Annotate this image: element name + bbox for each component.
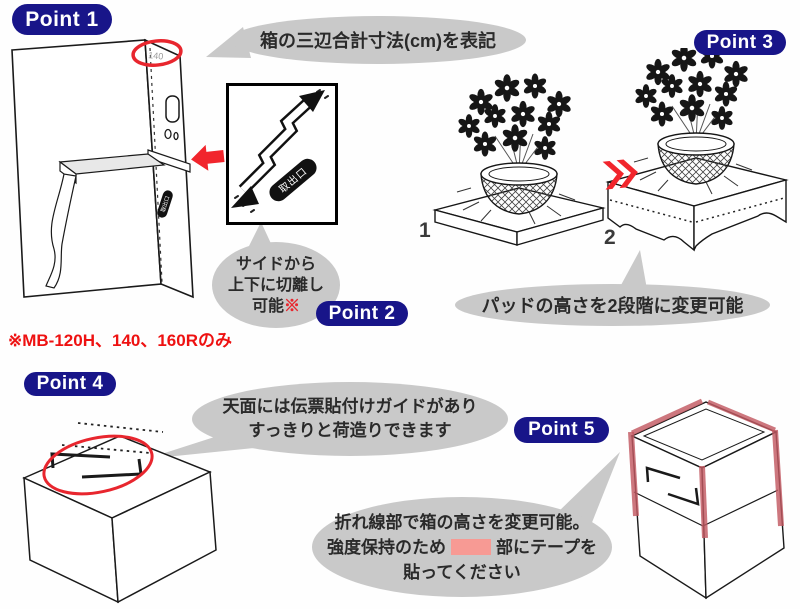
outlet-label-small: 取出口 — [157, 190, 173, 218]
bubble-fold-line-line2: 強度保持のため部にテープを — [327, 537, 597, 557]
flower-pad-low-illustration — [432, 62, 606, 246]
slip-guide-box-illustration — [22, 422, 217, 604]
bubble-slip-guide-line2: すっきりと荷造りできます — [248, 421, 452, 440]
size-highlight-circle — [131, 39, 183, 67]
tape-strips — [628, 398, 784, 539]
bubble-fold-line-line1: 折れ線部で箱の高さを変更可能。 — [334, 512, 590, 532]
bubble-side-cut-line3: 可能※ — [251, 297, 301, 315]
bubble-side-cut-line1: サイドから — [235, 255, 316, 273]
point-3-badge: Point 3 — [694, 30, 786, 55]
bubble-fold-line: 折れ線部で箱の高さを変更可能。 強度保持のため部にテープを 貼ってください — [312, 497, 612, 597]
point-5-badge: Point 5 — [514, 417, 609, 443]
pad-step-1-label: 1 — [419, 219, 431, 242]
box-with-tear-strip-illustration: 140 取出口 — [11, 38, 194, 299]
bubble-slip-guide-line1: 天面には伝票貼付けガイドがあり — [222, 397, 478, 416]
bubble-fold-line-line3: 貼ってください — [403, 562, 521, 582]
bubble-box-dimensions-text: 箱の三辺合計寸法(cm)を表記 — [259, 31, 496, 51]
tear-strip-inset: 取出口 — [226, 83, 338, 225]
bubble-pad-height-text: パッドの高さを2段階に変更可能 — [481, 296, 744, 316]
pad-step-2-label: 2 — [604, 226, 616, 249]
foldline-box-illustration — [628, 398, 785, 600]
point-1-badge: Point 1 — [12, 4, 112, 35]
flower-pad-high-illustration — [605, 48, 789, 252]
bubble-slip-guide: 天面には伝票貼付けガイドがあり すっきりと荷造りできます — [192, 382, 508, 456]
bubble-pad-height: パッドの高さを2段階に変更可能 — [455, 284, 770, 326]
bubble-side-cut-line2: 上下に切離し — [227, 276, 324, 294]
footnote-mark: ※ — [284, 297, 301, 315]
box-size-label: 140 — [148, 50, 164, 62]
tape-color-swatch — [451, 538, 491, 555]
model-footnote: ※MB-120H、140、160Rのみ — [8, 331, 232, 350]
point-4-badge: Point 4 — [24, 372, 116, 396]
point-2-badge: Point 2 — [316, 301, 408, 326]
bubble-box-dimensions: 箱の三辺合計寸法(cm)を表記 — [230, 16, 526, 64]
tear-strip-inset-illustration: 取出口 — [231, 89, 329, 213]
